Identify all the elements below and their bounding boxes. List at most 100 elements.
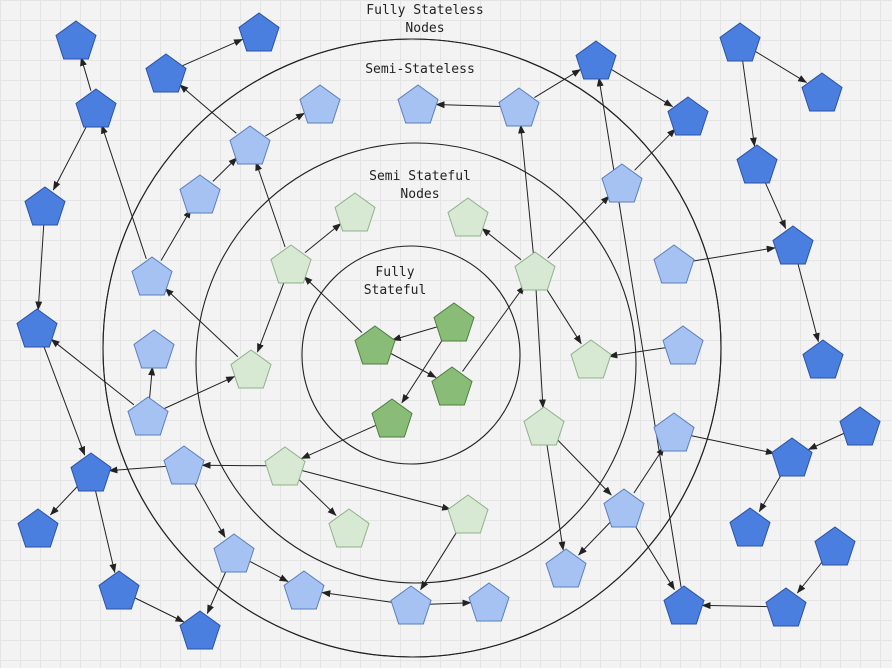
edge-arrow	[518, 124, 534, 254]
edge-arrow	[547, 195, 610, 259]
fully-stateful-node	[371, 398, 413, 438]
semi-stateful-node	[447, 197, 489, 237]
semi-stateless-node	[127, 396, 169, 436]
edge-arrow	[164, 376, 236, 409]
label-fully-stateless: Fully Stateless Nodes	[366, 3, 484, 36]
fully-stateful-node	[431, 366, 473, 406]
edge-arrow	[481, 227, 522, 261]
semi-stateless-node	[179, 174, 221, 214]
semi-stateless-node	[299, 84, 341, 124]
edge-arrow	[807, 433, 844, 450]
edge-arrow	[179, 84, 237, 134]
edge-arrow	[633, 446, 665, 494]
fully-stateless-node	[765, 587, 807, 627]
semi-stateless-node	[498, 87, 540, 127]
fully-stateless-node	[801, 72, 843, 112]
semi-stateless-node	[397, 84, 439, 124]
semi-stateless-node	[133, 329, 175, 369]
edge-arrow	[94, 489, 117, 573]
edge-arrow	[755, 50, 808, 84]
edge-arrow	[556, 438, 612, 496]
semi-stateful-node	[328, 508, 370, 548]
edge-arrow	[535, 288, 546, 409]
edge-arrow	[255, 161, 286, 248]
semi-stateful-node	[570, 339, 612, 379]
edge-arrow	[462, 285, 525, 372]
semi-stateful-node	[264, 446, 306, 486]
fully-stateless-node	[16, 308, 58, 348]
edge-arrow	[428, 599, 472, 607]
fully-stateless-node	[17, 508, 59, 548]
semi-stateful-node	[270, 244, 312, 284]
semi-stateless-node	[283, 570, 325, 610]
fully-stateless-node	[663, 585, 705, 625]
semi-stateless-node	[545, 548, 587, 588]
edge-arrow	[611, 68, 674, 108]
fully-stateless-node	[839, 406, 881, 446]
edge-arrow	[50, 338, 135, 406]
edge-arrow	[304, 223, 342, 253]
edge-arrow	[797, 262, 820, 343]
label-semi-stateless: Semi-Stateless	[365, 62, 475, 77]
edge-arrow	[80, 56, 92, 91]
edge-arrow	[297, 478, 337, 516]
edge-arrow	[35, 223, 45, 311]
edge-arrow	[578, 520, 612, 556]
edge-arrow	[596, 77, 682, 588]
edge-arrow	[192, 480, 226, 538]
edge-arrow	[134, 597, 185, 623]
edge-arrow	[691, 435, 775, 455]
fully-stateless-node	[772, 225, 814, 265]
semi-stateless-node	[390, 585, 432, 625]
edge-arrow	[534, 68, 582, 99]
edge-arrow	[50, 484, 79, 516]
semi-stateless-node	[229, 125, 271, 165]
edge-arrow	[101, 124, 147, 260]
edge-arrow	[390, 353, 437, 378]
edge-arrow	[691, 245, 776, 262]
semi-stateful-node	[523, 406, 565, 446]
edge-arrow	[763, 180, 787, 230]
edge-arrow	[701, 602, 769, 610]
fully-stateful-node	[354, 325, 396, 365]
edge-arrow	[42, 344, 86, 456]
edges-group	[35, 38, 844, 623]
fully-stateless-node	[70, 452, 112, 492]
semi-stateless-node	[213, 533, 255, 573]
semi-stateless-node	[468, 582, 510, 622]
semi-stateless-node	[163, 445, 205, 485]
edge-arrow	[52, 123, 89, 191]
semi-stateless-node	[131, 256, 173, 296]
ring-fully-stateful	[301, 245, 521, 465]
semi-stateless-node	[601, 163, 643, 203]
fully-stateless-node	[729, 507, 771, 547]
fully-stateless-node	[736, 144, 778, 184]
edge-arrow	[321, 590, 394, 603]
ring-semi-stateless	[102, 38, 722, 658]
fully-stateless-node	[145, 53, 187, 93]
fully-stateless-node	[75, 88, 117, 128]
edge-arrow	[391, 326, 437, 341]
semi-stateless-node	[662, 325, 704, 365]
fully-stateless-node	[771, 437, 813, 477]
edge-arrow	[164, 287, 239, 358]
edge-arrow	[796, 559, 825, 594]
edge-arrow	[206, 569, 228, 614]
edge-arrow	[608, 347, 666, 359]
ring-semi-stateful	[195, 142, 637, 584]
fully-stateful-node	[433, 302, 475, 342]
edge-arrow	[108, 465, 167, 474]
edge-arrow	[303, 276, 363, 333]
semi-stateless-node	[603, 488, 645, 528]
edge-arrow	[249, 560, 289, 583]
label-fully-stateful: Fully Stateful	[363, 265, 427, 298]
fully-stateless-node	[814, 526, 856, 566]
label-semi-stateful: Semi Stateful Nodes	[369, 169, 471, 202]
edge-arrow	[201, 461, 268, 469]
edge-arrow	[148, 366, 156, 399]
edge-arrow	[256, 280, 286, 353]
fully-stateless-node	[98, 570, 140, 610]
edge-arrow	[300, 424, 376, 460]
